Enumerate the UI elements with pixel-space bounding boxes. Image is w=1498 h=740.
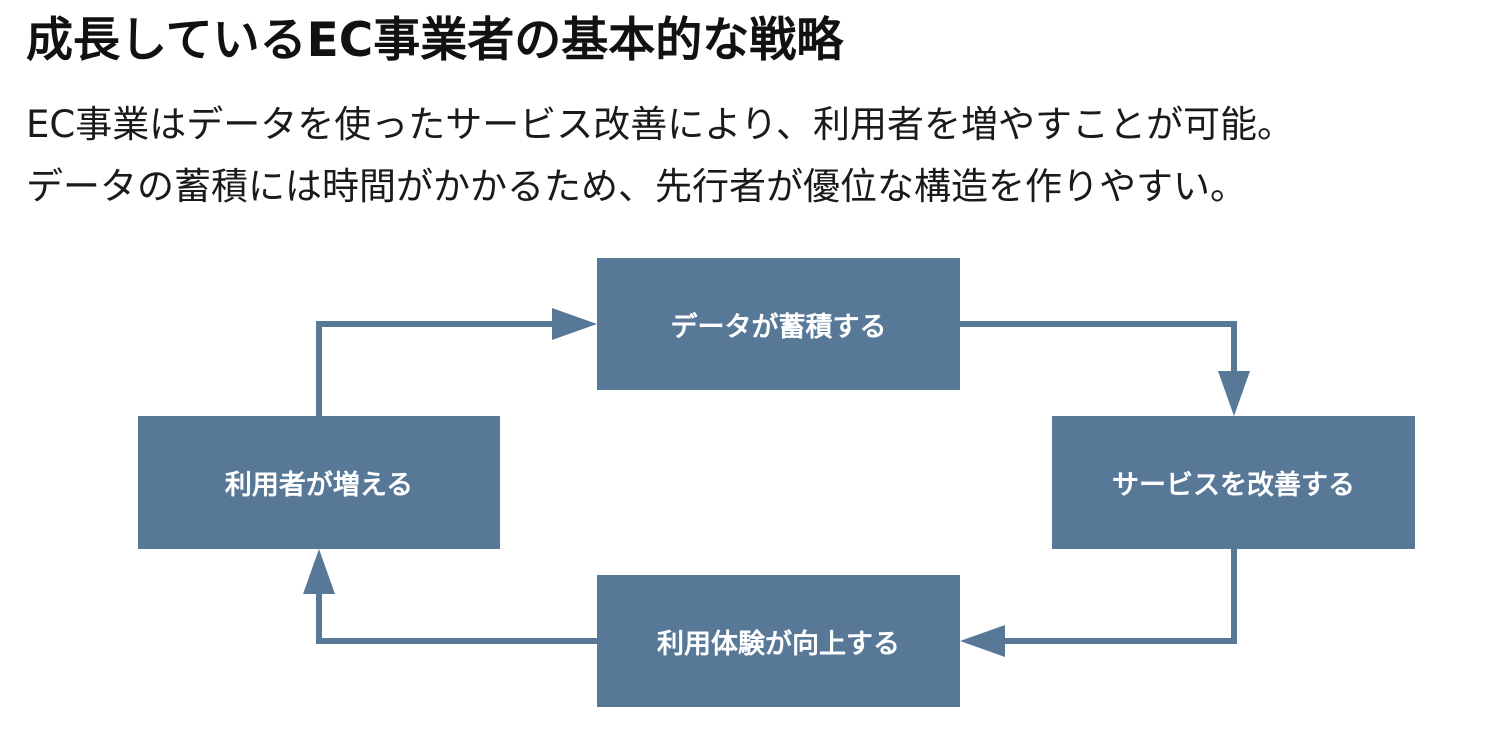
arrow-ux-to-users (316, 591, 597, 644)
arrowhead-service-to-ux (960, 625, 1005, 657)
arrow-users-to-data (316, 321, 556, 416)
node-data-accumulates-label: データが蓄積する (670, 311, 887, 343)
arrowhead-data-to-service (1218, 371, 1250, 416)
node-experience-improves-label: 利用体験が向上する (657, 628, 900, 660)
page-title: 成長しているEC事業者の基本的な戦略 (26, 13, 844, 68)
node-users-increase-label: 利用者が増える (224, 470, 414, 501)
node-experience-improves: 利用体験が向上する (597, 575, 960, 707)
node-users-increase: 利用者が増える (138, 416, 500, 549)
arrowhead-ux-to-users (303, 549, 335, 594)
arrowhead-users-to-data (552, 308, 597, 340)
arrow-service-to-ux (1001, 549, 1237, 644)
description-line-2: データの蓄積には時間がかかるため、先行者が優位な構造を作りやすい。 (26, 165, 1247, 208)
node-data-accumulates: データが蓄積する (597, 258, 960, 390)
description-line-1: EC事業はデータを使ったサービス改善により、利用者を増やすことが可能。 (26, 103, 1294, 146)
node-improve-service: サービスを改善する (1052, 416, 1415, 549)
arrow-data-to-service (960, 321, 1237, 374)
node-improve-service-label: サービスを改善する (1112, 470, 1355, 501)
